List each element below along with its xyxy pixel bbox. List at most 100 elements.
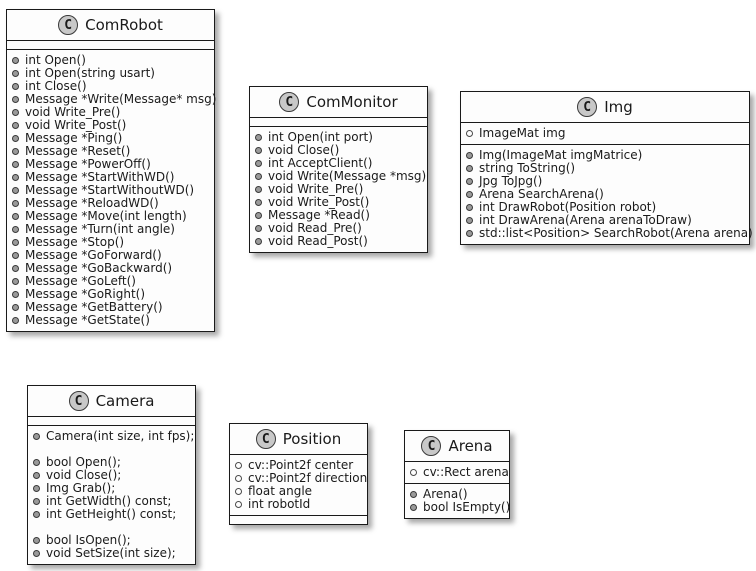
- member-signature: Message *Stop(): [25, 235, 125, 249]
- method-row: Message *StartWithoutWD(): [12, 184, 209, 197]
- member-signature: Message *Move(int length): [25, 209, 187, 223]
- method-visibility-dot-icon: [12, 226, 19, 233]
- method-visibility-dot-icon: [255, 238, 262, 245]
- method-row: void Close();: [33, 469, 190, 482]
- method-row: Message *GoForward(): [12, 249, 209, 262]
- field-row: cv::Rect arena: [410, 466, 509, 479]
- method-row: string ToString(): [466, 162, 744, 175]
- method-visibility-dot-icon: [466, 230, 473, 237]
- member-signature: Message *GetState(): [25, 313, 150, 327]
- class-name: Position: [282, 430, 342, 448]
- field-visibility-dot-icon: [235, 488, 242, 495]
- method-visibility-dot-icon: [410, 504, 417, 511]
- method-visibility-dot-icon: [12, 200, 19, 207]
- method-row: Message *GoBackward(): [12, 262, 209, 275]
- method-visibility-dot-icon: [12, 252, 19, 259]
- method-visibility-dot-icon: [466, 152, 473, 159]
- member-signature: void Write_Post(): [268, 195, 370, 209]
- member-signature: int robotId: [248, 497, 311, 511]
- method-row: int GetWidth() const;: [33, 495, 190, 508]
- member-signature: Message *GoBackward(): [25, 261, 173, 275]
- methods-compartment-empty: [230, 515, 367, 524]
- member-signature: Img Grab();: [46, 481, 116, 495]
- method-visibility-dot-icon: [33, 498, 40, 505]
- method-row: void Write_Pre(): [12, 106, 209, 119]
- member-signature: Message *ReloadWD(): [25, 196, 159, 210]
- member-signature: void Write_Pre(): [268, 182, 364, 196]
- method-visibility-dot-icon: [255, 186, 262, 193]
- member-signature: void Close();: [46, 468, 122, 482]
- method-visibility-dot-icon: [33, 459, 40, 466]
- member-signature: Arena SearchArena(): [479, 187, 604, 201]
- member-signature: Img(ImageMat imgMatrice): [479, 148, 643, 162]
- member-signature: Arena(): [423, 487, 468, 501]
- member-signature: void Write(Message *msg): [268, 169, 427, 183]
- method-visibility-dot-icon: [466, 191, 473, 198]
- method-visibility-dot-icon: [12, 148, 19, 155]
- methods-compartment: Img(ImageMat imgMatrice)string ToString(…: [461, 144, 753, 244]
- method-row: Message *Read(): [255, 209, 422, 222]
- method-row: bool IsEmpty(): [410, 501, 510, 514]
- method-row: int AcceptClient(): [255, 157, 422, 170]
- member-signature: int DrawArena(Arena arenaToDraw): [479, 213, 692, 227]
- method-row: Img Grab();: [33, 482, 190, 495]
- member-signature: int GetWidth() const;: [46, 494, 172, 508]
- field-row: int robotId: [235, 498, 362, 511]
- member-signature: int AcceptClient(): [268, 156, 373, 170]
- member-signature: Camera(int size, int fps);: [46, 429, 195, 443]
- member-signature: int Close(): [25, 79, 87, 93]
- class-name: ComRobot: [85, 16, 163, 34]
- method-visibility-dot-icon: [33, 485, 40, 492]
- method-visibility-dot-icon: [12, 278, 19, 285]
- member-signature: int Open(int port): [268, 130, 373, 144]
- method-visibility-dot-icon: [12, 265, 19, 272]
- method-row: int Open(string usart): [12, 67, 209, 80]
- method-row: Jpg ToJpg(): [466, 175, 744, 188]
- member-signature: cv::Point2f center: [248, 458, 354, 472]
- method-visibility-dot-icon: [33, 472, 40, 479]
- method-row: Arena SearchArena(): [466, 188, 744, 201]
- method-row: void Write(Message *msg): [255, 170, 426, 183]
- method-row: Message *Turn(int angle): [12, 223, 209, 236]
- member-signature: Message *Write(Message* msg): [25, 92, 217, 106]
- method-row: Message *Move(int length): [12, 210, 209, 223]
- method-visibility-dot-icon: [12, 317, 19, 324]
- class-name: Arena: [448, 437, 493, 455]
- method-visibility-dot-icon: [255, 173, 262, 180]
- method-row: std::list<Position> SearchRobot(Arena ar…: [466, 227, 753, 240]
- method-visibility-dot-icon: [12, 135, 19, 142]
- method-row: int GetHeight() const;: [33, 508, 190, 521]
- method-visibility-dot-icon: [255, 134, 262, 141]
- member-signature: float angle: [248, 484, 313, 498]
- member-signature: Message *Reset(): [25, 144, 131, 158]
- method-row: int Open(int port): [255, 131, 422, 144]
- method-visibility-dot-icon: [255, 160, 262, 167]
- method-visibility-dot-icon: [12, 174, 19, 181]
- method-row: Img(ImageMat imgMatrice): [466, 149, 744, 162]
- methods-compartment: int Open(int port)void Close()int Accept…: [250, 126, 427, 252]
- methods-compartment: Arena()bool IsEmpty(): [405, 483, 510, 518]
- method-row: Message *StartWithWD(): [12, 171, 209, 184]
- field-visibility-dot-icon: [466, 130, 473, 137]
- method-visibility-dot-icon: [12, 109, 19, 116]
- method-visibility-dot-icon: [12, 57, 19, 64]
- member-signature: int DrawRobot(Position robot): [479, 200, 657, 214]
- fields-compartment: ImageMat img: [461, 122, 749, 144]
- method-row: void Write_Post(): [12, 119, 209, 132]
- member-signature: void Read_Post(): [268, 234, 368, 248]
- method-row: Message *Stop(): [12, 236, 209, 249]
- member-signature: void SetSize(int size);: [46, 546, 176, 560]
- member-signature: void Close(): [268, 143, 340, 157]
- member-signature: Message *Turn(int angle): [25, 222, 175, 236]
- field-visibility-dot-icon: [235, 462, 242, 469]
- method-row: void SetSize(int size);: [33, 547, 190, 560]
- member-signature: Message *StartWithWD(): [25, 170, 175, 184]
- class-circle-c-icon: C: [279, 92, 300, 112]
- method-row: void Read_Pre(): [255, 222, 422, 235]
